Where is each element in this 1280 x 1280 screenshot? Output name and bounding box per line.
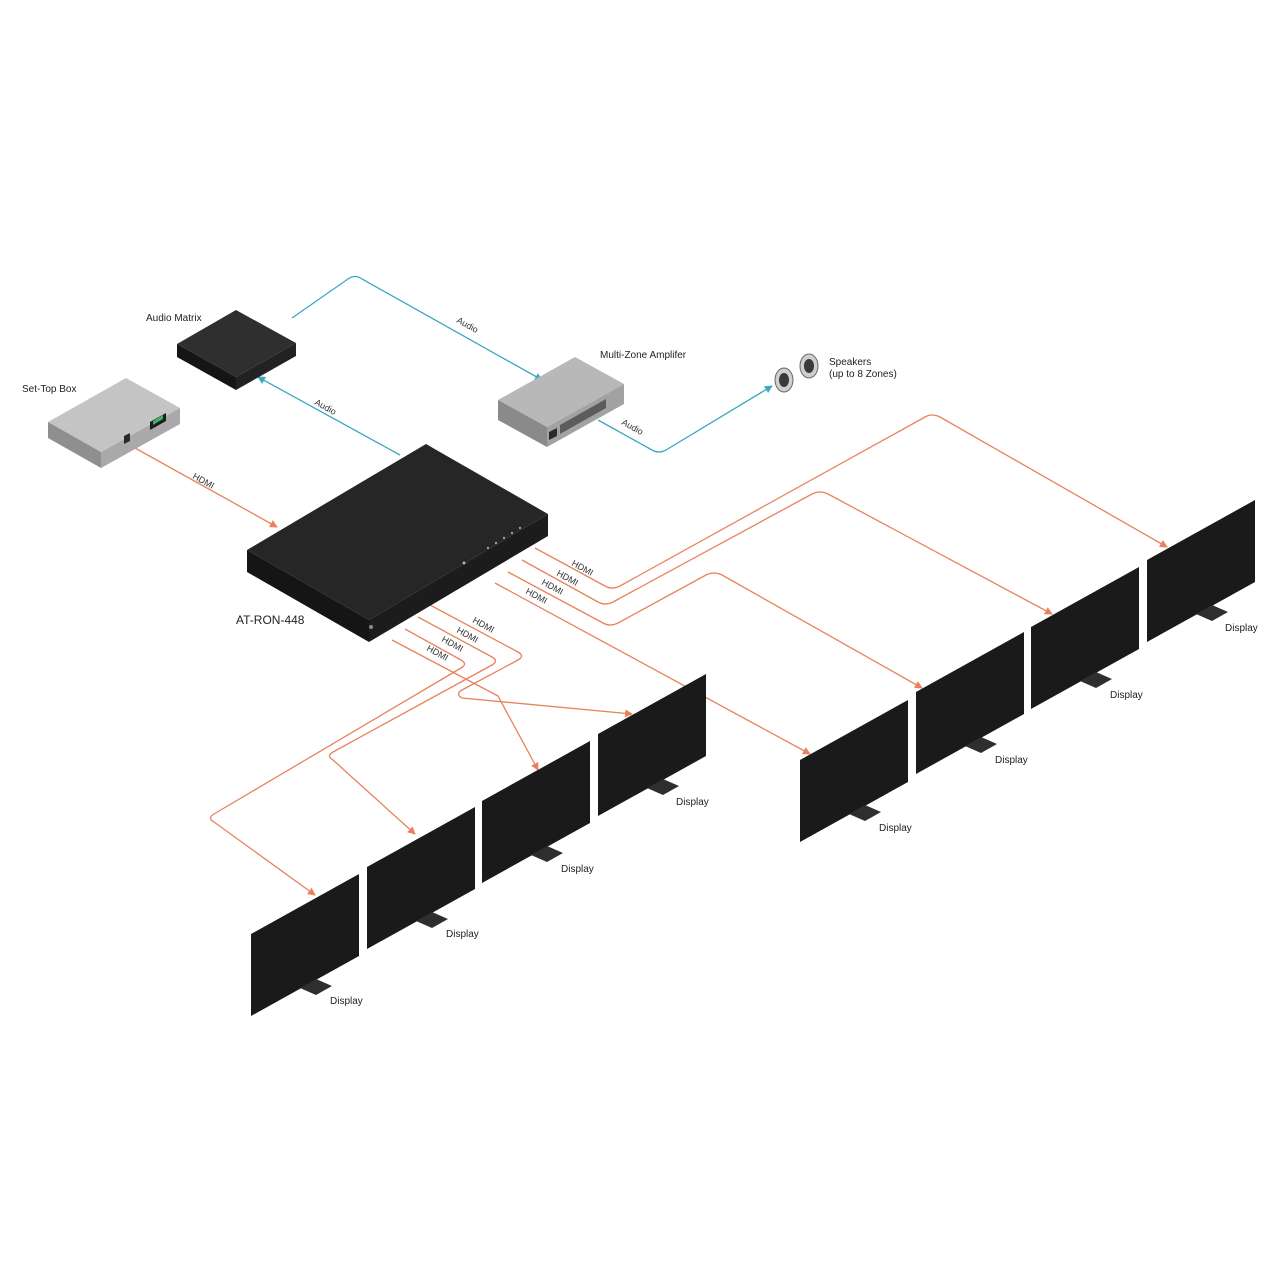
- hdmi-cable-out-4: [494, 582, 811, 755]
- audio-matrix: Audio Matrix: [146, 310, 296, 390]
- hdmi-cable-out-6: [328, 616, 497, 835]
- amplifier-label: Multi-Zone Amplifer: [600, 350, 687, 361]
- set-top-box-label: Set-Top Box: [22, 384, 76, 395]
- display-l4: Display: [251, 874, 363, 1016]
- display-label: Display: [995, 755, 1028, 766]
- display-label: Display: [1110, 690, 1143, 701]
- hdmi-label-r4: HDMI: [524, 586, 549, 606]
- speakers-label: Speakers: [829, 357, 871, 368]
- display-label: Display: [446, 929, 479, 940]
- hdmi-cable-out-2: [521, 491, 1053, 615]
- hdmi-cable-out-8: [391, 639, 539, 771]
- audio-cable-switcher-to-matrix: [257, 376, 401, 456]
- display-r2: Display: [1031, 567, 1143, 709]
- display-label: Display: [879, 823, 912, 834]
- hdmi-cable-stb-to-switcher: [134, 447, 278, 528]
- hdmi-cable-out-7: [209, 628, 466, 896]
- speaker-icon: [774, 367, 794, 393]
- hdmi-cable-out-5: [429, 604, 633, 718]
- speaker-icon: [799, 353, 819, 379]
- display-l3: Display: [367, 807, 479, 949]
- hdmi-label-l1: HDMI: [471, 615, 496, 635]
- displays: Display Display Display Display Display …: [251, 500, 1258, 1016]
- multi-zone-amplifier: Multi-Zone Amplifer: [498, 350, 687, 447]
- display-r3: Display: [916, 632, 1028, 774]
- audio-cable-matrix-to-amplifier: [291, 275, 543, 381]
- hdmi-cable-out-1: [534, 414, 1168, 589]
- switcher-label: AT-RON-448: [236, 613, 305, 627]
- speakers-sublabel: (up to 8 Zones): [829, 369, 897, 380]
- audio-cable-amplifier-to-speakers: [597, 385, 773, 453]
- display-label: Display: [561, 864, 594, 875]
- set-top-box: Set-Top Box: [22, 378, 180, 468]
- display-r4: Display: [800, 700, 912, 842]
- display-l1: Display: [598, 674, 709, 816]
- audio-matrix-label: Audio Matrix: [146, 313, 202, 324]
- display-r1: Display: [1147, 500, 1258, 642]
- display-l2: Display: [482, 741, 594, 883]
- display-label: Display: [676, 797, 709, 808]
- display-label: Display: [1225, 623, 1258, 634]
- front-panel-leds: [369, 526, 522, 629]
- display-label: Display: [330, 996, 363, 1007]
- speakers: Speakers (up to 8 Zones): [774, 353, 897, 393]
- audio-label-2: Audio: [455, 315, 480, 335]
- hdmi-label-stb: HDMI: [191, 471, 216, 491]
- switcher-at-ron-448: AT-RON-448: [236, 444, 548, 642]
- hdmi-cable-out-3: [507, 571, 923, 689]
